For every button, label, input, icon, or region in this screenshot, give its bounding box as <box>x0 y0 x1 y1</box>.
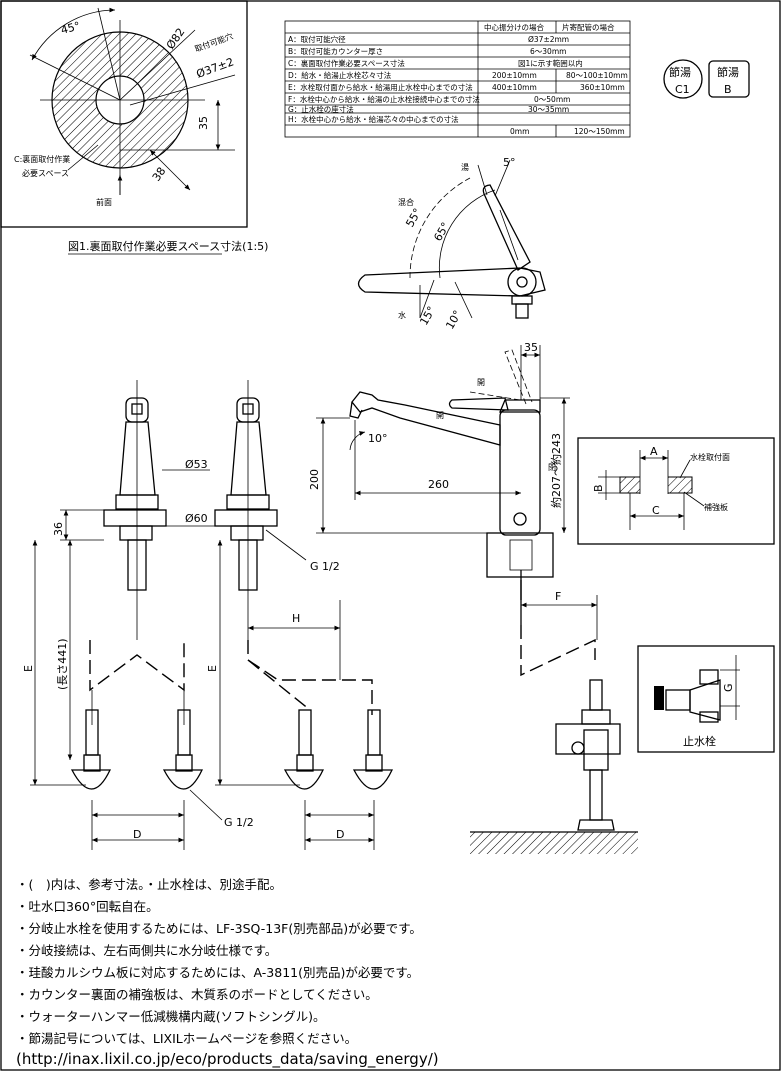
counter-mount: 水栓取付面 <box>690 452 730 462</box>
handle-a15: 15° <box>417 304 438 327</box>
svg-text:B: B <box>724 83 732 96</box>
note-line: ・節湯記号については、LIXILホームページを参照ください。 <box>16 1031 357 1046</box>
table-row-label: D：給水・給湯止水栓芯々寸法 <box>288 70 392 80</box>
table-row-center: 0mm <box>510 127 529 136</box>
table-row-side: 80～100±10mm <box>566 71 628 80</box>
counter-detail: A B C 水栓取付面 補強板 <box>577 437 775 545</box>
counter-a: A <box>650 445 658 458</box>
front-d60: Ø60 <box>185 512 208 525</box>
note-line: ・( )内は、参考寸法。・止水栓は、別途手配。 <box>16 877 282 892</box>
front-e1: E <box>22 665 35 672</box>
faucet-side-view: 35 開 開 閉 10° 200 260 約207～約243 <box>308 341 570 600</box>
piping-side-view: F <box>470 580 638 854</box>
notes: ・( )内は、参考寸法。・止水栓は、別途手配。 ・吐水口360°回転自在。 ・分… <box>16 877 439 1069</box>
fig1-back-space-2: 必要スペース <box>22 168 69 178</box>
fig1-hole-label: 取付可能穴 <box>193 31 234 54</box>
piping-f: F <box>555 590 561 603</box>
side-open2: 開 <box>436 411 444 420</box>
handle-rotation-view: 湯 5° 混合 55° 65° 水 15° 10° <box>357 156 546 332</box>
counter-b: B <box>592 484 605 492</box>
counter-c: C <box>652 504 660 517</box>
table-row-label: B：取付可能カウンター厚さ <box>288 46 383 56</box>
handle-water: 水 <box>398 310 406 320</box>
side-closed: 閉 <box>548 463 556 472</box>
side-open1: 開 <box>477 378 485 387</box>
table-row-center: 30～35mm <box>528 105 569 114</box>
spec-table: 中心振分けの場合 片寄配管の場合 A：取付可能穴径 Ø37±2mm B：取付可能… <box>284 20 631 138</box>
table-row-label: C：裏面取付作業必要スペース寸法 <box>288 58 405 68</box>
stop-valve-g: G <box>722 683 735 692</box>
table-row-label: H：水栓中心から給水・給湯芯々の中心までの寸法 <box>288 114 459 124</box>
table-row-label: F：水栓中心から給水・給湯の止水栓接続中心までの寸法 <box>288 94 480 104</box>
table-row-label: G：止水栓の座寸法 <box>288 104 354 114</box>
saving-badge-c1: 節湯 C1 <box>663 59 703 99</box>
fig1-caption: 図1.裏面取付作業必要スペース寸法(1:5) <box>68 239 268 253</box>
front-d2: D <box>336 828 344 841</box>
note-line: ・カウンター裏面の補強板は、木質系のボードとしてください。 <box>16 987 378 1002</box>
side-dim200: 200 <box>308 469 321 490</box>
side-angle10: 10° <box>368 432 388 445</box>
fig1-angle: 45° <box>59 19 81 37</box>
front-d53: Ø53 <box>185 458 208 471</box>
faucet-front-view-2: G 1/2 E H D <box>206 380 394 850</box>
side-dim260: 260 <box>428 478 449 491</box>
front-length: (長さ441) <box>56 638 69 690</box>
table-header-side: 片寄配管の場合 <box>562 22 615 32</box>
note-line: ・吐水口360°回転自在。 <box>16 899 159 914</box>
table-row-center: 0～50mm <box>534 95 570 104</box>
table-row-side: 360±10mm <box>580 83 625 92</box>
fig1-back-space-1: C:裏面取付作業 <box>14 154 70 164</box>
saving-badge-b: 節湯 B <box>708 60 750 98</box>
table-row-label: A：取付可能穴径 <box>288 34 346 44</box>
saving-url: (http://inax.lixil.co.jp/eco/products_da… <box>16 1050 439 1069</box>
front-h: H <box>292 612 300 625</box>
table-row-center: 図1に示す範囲以内 <box>518 58 583 68</box>
handle-a5: 5° <box>503 156 516 169</box>
fig1-dim35: 35 <box>197 116 210 130</box>
side-dim-height: 約207～約243 <box>549 433 563 508</box>
svg-text:C1: C1 <box>675 83 690 96</box>
side-dim35: 35 <box>524 341 538 354</box>
note-line: ・分岐止水栓を使用するためには、LF-3SQ-13F(別売部品)が必要です。 <box>16 921 422 936</box>
counter-reinforce: 補強板 <box>704 502 728 512</box>
fig1-dim38: 38 <box>150 165 169 184</box>
handle-hot: 湯 <box>461 162 469 172</box>
note-line: ・ウォーターハンマー低減機構内蔵(ソフトシングル)。 <box>16 1009 326 1024</box>
front-d36: 36 <box>52 522 65 536</box>
table-row-side: 120～150mm <box>574 127 625 136</box>
fig1-front: 前面 <box>96 197 112 207</box>
svg-text:節湯: 節湯 <box>717 65 739 79</box>
svg-text:節湯: 節湯 <box>669 65 691 79</box>
front-d1: D <box>133 828 141 841</box>
handle-a55: 55° <box>403 206 424 229</box>
note-line: ・分岐接続は、左右両側共に水分岐仕様です。 <box>16 943 277 958</box>
stop-valve-detail: G 止水栓 <box>637 645 775 753</box>
table-row-center: 400±10mm <box>492 83 537 92</box>
table-row-label: E：水栓取付面から給水・給湯用止水栓中心までの寸法 <box>288 82 473 92</box>
handle-mix: 混合 <box>398 197 414 207</box>
note-line: ・珪酸カルシウム板に対応するためには、A-3811(別売品)が必要です。 <box>16 965 419 980</box>
fig1-dia82: Ø82 <box>164 26 188 52</box>
front-e2: E <box>206 665 219 672</box>
table-row-center: 6～30mm <box>530 47 566 56</box>
stop-valve-label: 止水栓 <box>683 734 716 748</box>
faucet-front-view-1: Ø53 Ø60 36 E (長さ441) D G 1/2 <box>22 380 254 850</box>
handle-a10: 10° <box>443 308 464 331</box>
handle-a65: 65° <box>431 220 452 243</box>
table-row-center: 200±10mm <box>492 71 537 80</box>
front-g12a: G 1/2 <box>310 560 340 573</box>
table-header-center: 中心振分けの場合 <box>484 22 544 32</box>
figure-1-back-space: 45° Ø82 取付可能穴 Ø37±2 35 38 C:裏面取付作業 必要スペー… <box>0 0 248 228</box>
table-row-center: Ø37±2mm <box>528 35 569 44</box>
front-g12b: G 1/2 <box>224 816 254 829</box>
